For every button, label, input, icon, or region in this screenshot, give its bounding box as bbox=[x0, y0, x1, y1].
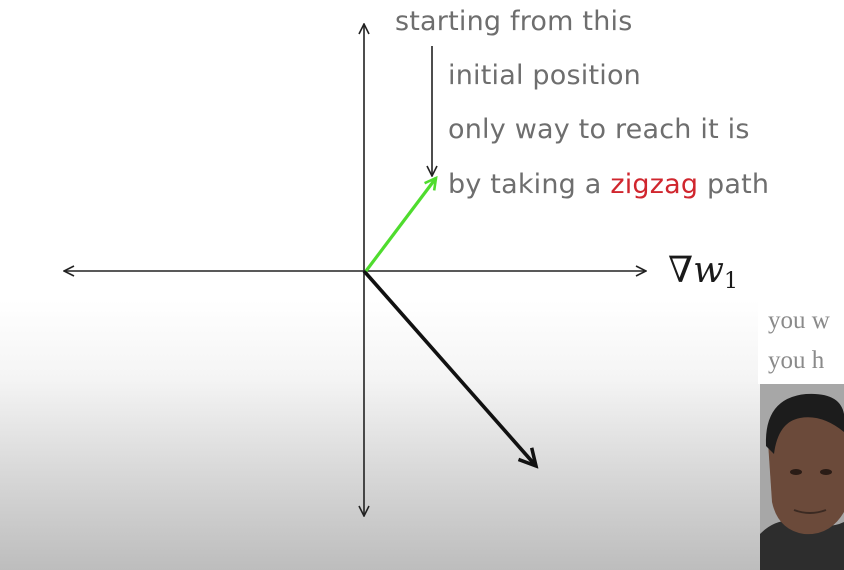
caption-line-1: you w bbox=[768, 307, 830, 334]
annotation-line-4: by taking a zigzag path bbox=[448, 169, 769, 200]
subtitle-caption: you w you h bbox=[758, 300, 844, 384]
presenter-figure bbox=[760, 384, 844, 570]
annotation-line-1: starting from this bbox=[395, 6, 633, 37]
annotation-line-3: only way to reach it is bbox=[448, 114, 750, 145]
green-arrow bbox=[364, 175, 438, 272]
caption-line-2: you h bbox=[768, 347, 825, 374]
nabla-symbol: ∇ bbox=[668, 250, 694, 291]
annotation-line-4-prefix: by taking a bbox=[448, 169, 611, 200]
black-gradient-arrow bbox=[362, 269, 536, 466]
annotation-line-2: initial position bbox=[448, 60, 641, 91]
annotation-line-4-suffix: path bbox=[698, 169, 770, 200]
presenter-video bbox=[760, 384, 844, 570]
axis-label-grad-w1: ∇w1 bbox=[668, 250, 738, 294]
highlighted-word: zigzag bbox=[610, 169, 699, 200]
subscript-1: 1 bbox=[723, 269, 738, 294]
variable-w: w bbox=[693, 250, 724, 291]
